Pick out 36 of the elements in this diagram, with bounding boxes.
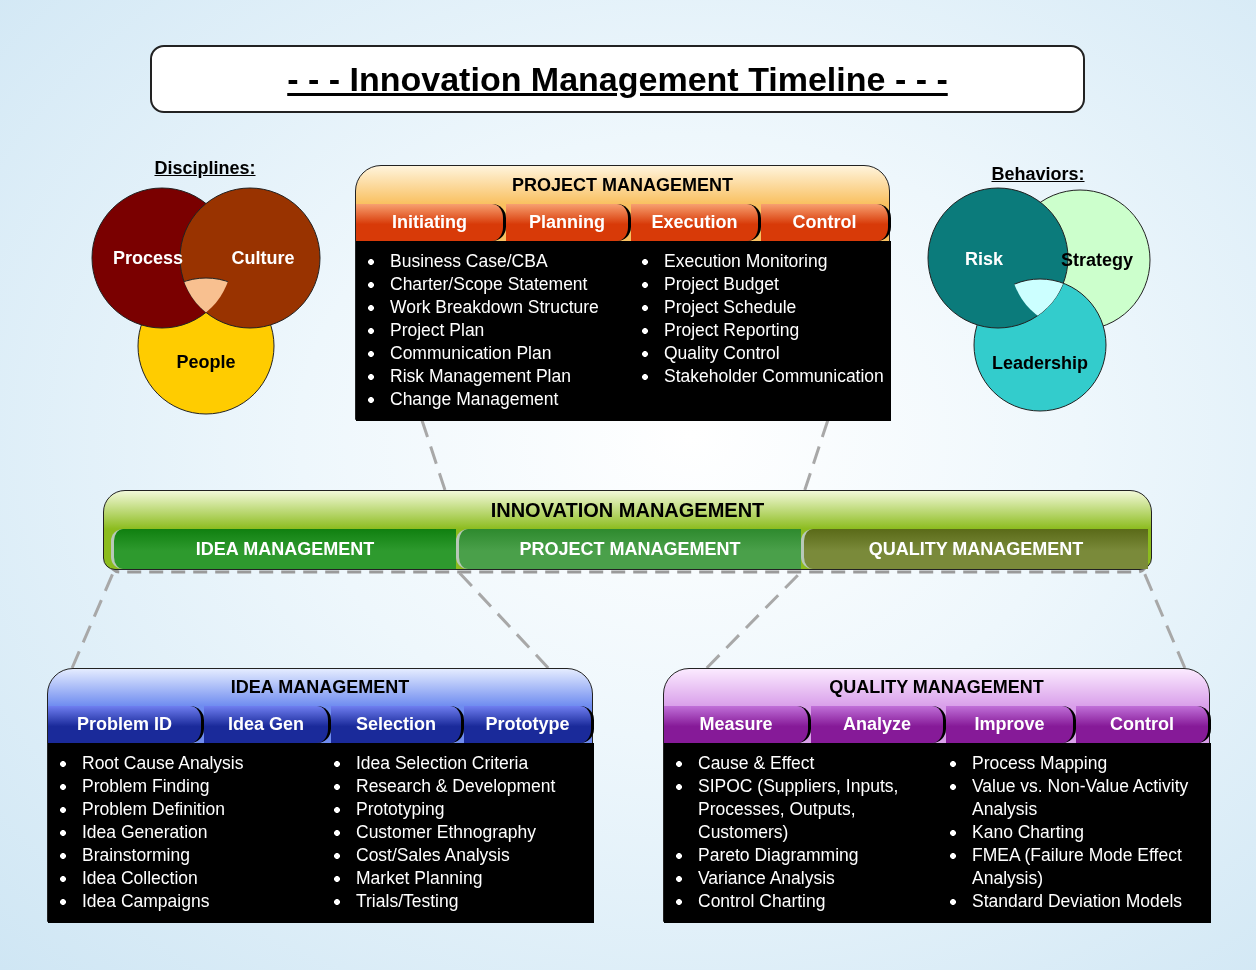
phase-tab: Analyze xyxy=(811,706,946,743)
bullet-list-panel xyxy=(356,241,891,421)
phase-panel xyxy=(47,668,593,922)
circle-label: Risk xyxy=(965,248,1003,270)
phase-tab: Improve xyxy=(946,706,1076,743)
panel-heading: QUALITY MANAGEMENT xyxy=(828,676,1045,699)
timeline-segment: PROJECT MANAGEMENT xyxy=(456,529,801,569)
group-heading: Behaviors: xyxy=(991,164,1085,185)
phase-tab: Prototype xyxy=(464,706,594,743)
bullet-list-panel xyxy=(48,743,594,923)
phase-tab: Selection xyxy=(331,706,464,743)
timeline-segment: QUALITY MANAGEMENT xyxy=(801,529,1148,569)
circle-label: Process xyxy=(112,247,184,269)
dashed-connector xyxy=(420,419,447,491)
panel-heading: PROJECT MANAGEMENT xyxy=(511,174,734,197)
phase-tab: Problem ID xyxy=(48,706,204,743)
phase-tab: Idea Gen xyxy=(204,706,331,743)
group-heading: Disciplines: xyxy=(154,158,256,179)
dashed-connector xyxy=(803,419,830,491)
panel-heading: IDEA MANAGEMENT xyxy=(229,676,411,699)
phase-tab: Control xyxy=(761,204,891,241)
panel-heading: INNOVATION MANAGEMENT xyxy=(489,498,766,523)
circle-label: People xyxy=(176,351,236,373)
phase-tab: Execution xyxy=(631,204,761,241)
bullet-list-panel xyxy=(664,743,1211,923)
circle-label: Culture xyxy=(231,247,295,269)
circle-label: Leadership xyxy=(992,352,1088,374)
phase-panel xyxy=(355,165,890,420)
phase-tab: Control xyxy=(1076,706,1211,743)
timeline-band xyxy=(103,490,1152,570)
phase-tab: Planning xyxy=(506,204,631,241)
timeline-segment: IDEA MANAGEMENT xyxy=(111,529,456,569)
title: - - - Innovation Management Timeline - - - xyxy=(150,45,1085,113)
phase-panel xyxy=(663,668,1210,922)
phase-tab: Measure xyxy=(664,706,811,743)
phase-tab: Initiating xyxy=(356,204,506,241)
